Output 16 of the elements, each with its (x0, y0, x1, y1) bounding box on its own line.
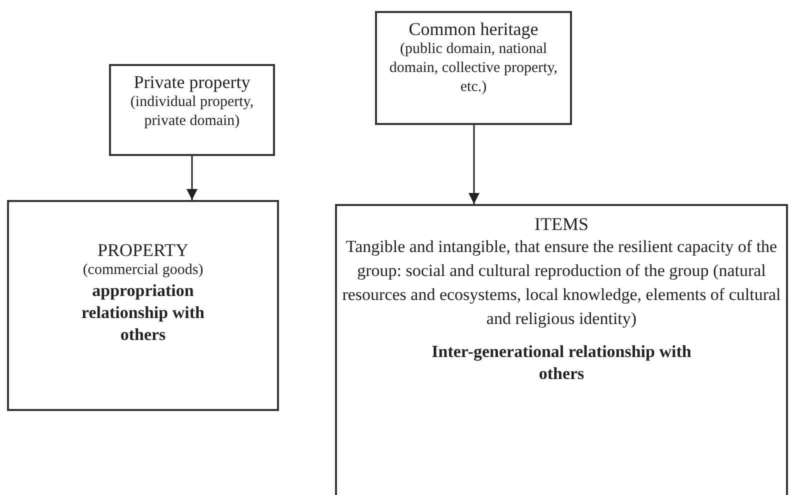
node-heading: ITEMS (534, 214, 588, 235)
arrow (186, 156, 198, 200)
text-box (375, 11, 572, 125)
node-subtext: (individual property, private domain) (129, 93, 255, 131)
node-emphasis: appropriation relationship with others (80, 280, 206, 346)
text-box (109, 64, 275, 156)
text-box (7, 200, 279, 411)
node-emphasis: Inter-generational relationship with others (432, 341, 692, 385)
text-box (335, 204, 788, 495)
node-subtext: (public domain, national domain, collective property, etc.) (388, 40, 558, 97)
node-heading: Private property (134, 72, 250, 93)
node-description: Tangible and intangible, that ensure the resilient capacity of the group: social and cultural reproduction of the group (natural resources and ecosystems, local knowledge, elements of cultural and religious identity) (341, 236, 782, 330)
arrow (468, 125, 480, 204)
node-subtext: (commercial goods) (82, 261, 204, 280)
node-heading: PROPERTY (98, 240, 188, 261)
node-heading: Common heritage (408, 19, 538, 40)
